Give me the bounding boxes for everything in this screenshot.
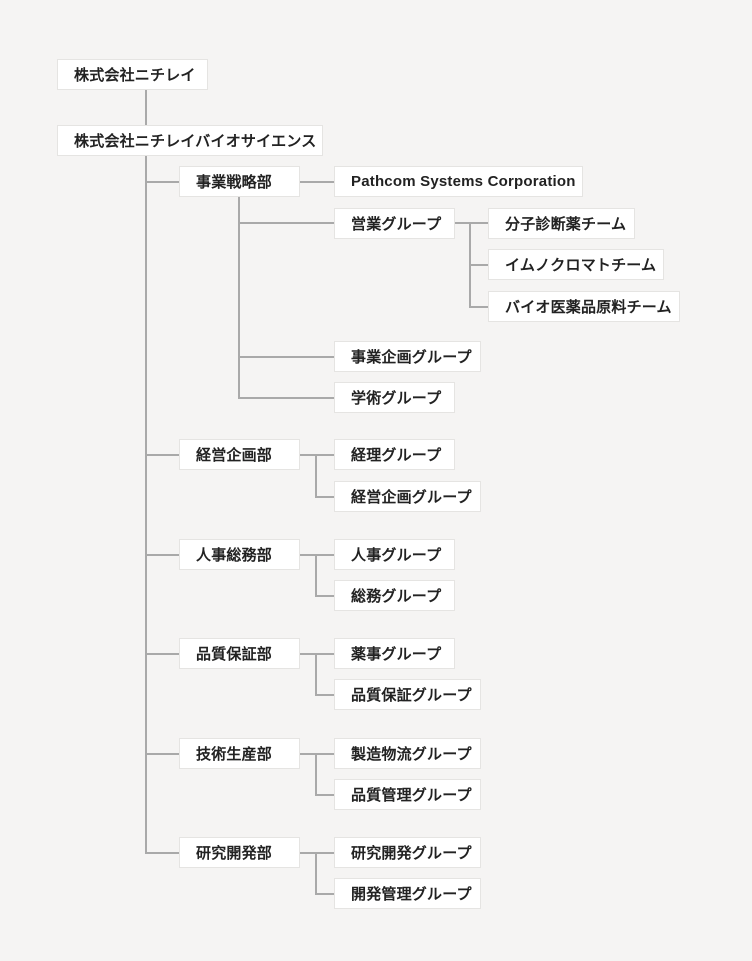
connector-line xyxy=(146,653,179,655)
org-node-bioscience: 株式会社ニチレイバイオサイエンス xyxy=(57,125,323,156)
org-node-academic-group: 学術グループ xyxy=(334,382,455,413)
connector-line xyxy=(238,197,240,399)
org-node-accounting-group: 経理グループ xyxy=(334,439,455,470)
org-node-regulatory-affairs-group: 薬事グループ xyxy=(334,638,455,669)
connector-line xyxy=(145,156,147,854)
org-node-quality-assurance-dept: 品質保証部 xyxy=(179,638,300,669)
connector-line xyxy=(470,264,488,266)
connector-line xyxy=(146,554,179,556)
connector-line xyxy=(316,595,334,597)
org-node-rd-group: 研究開発グループ xyxy=(334,837,481,868)
connector-line xyxy=(239,356,334,358)
connector-line xyxy=(316,694,334,696)
connector-line xyxy=(146,454,179,456)
connector-line xyxy=(470,306,488,308)
org-node-development-management-group: 開発管理グループ xyxy=(334,878,481,909)
org-node-corporate-planning-group: 経営企画グループ xyxy=(334,481,481,512)
org-node-engineering-production-dept: 技術生産部 xyxy=(179,738,300,769)
org-node-general-affairs-group: 総務グループ xyxy=(334,580,455,611)
connector-line xyxy=(300,852,334,854)
connector-line xyxy=(300,653,334,655)
connector-line xyxy=(300,554,334,556)
connector-line xyxy=(300,753,334,755)
connector-line xyxy=(315,852,317,895)
connector-line xyxy=(239,397,334,399)
org-node-business-strategy-dept: 事業戦略部 xyxy=(179,166,300,197)
connector-line xyxy=(300,454,334,456)
org-node-pathcom: Pathcom Systems Corporation xyxy=(334,166,583,197)
org-node-hr-group: 人事グループ xyxy=(334,539,455,570)
org-node-biopharma-materials-team: バイオ医薬品原料チーム xyxy=(488,291,680,322)
connector-line xyxy=(316,496,334,498)
org-node-quality-control-group: 品質管理グループ xyxy=(334,779,481,810)
connector-line xyxy=(146,753,179,755)
org-node-nichirei: 株式会社ニチレイ xyxy=(57,59,208,90)
connector-line xyxy=(316,794,334,796)
org-node-sales-group: 営業グループ xyxy=(334,208,455,239)
connector-line xyxy=(315,653,317,696)
connector-line xyxy=(146,181,179,183)
connector-line xyxy=(455,222,488,224)
connector-line xyxy=(315,753,317,796)
connector-line xyxy=(316,893,334,895)
org-node-business-planning-group: 事業企画グループ xyxy=(334,341,481,372)
org-node-hr-general-affairs-dept: 人事総務部 xyxy=(179,539,300,570)
org-node-corporate-planning-dept: 経営企画部 xyxy=(179,439,300,470)
org-node-quality-assurance-group: 品質保証グループ xyxy=(334,679,481,710)
connector-line xyxy=(315,454,317,498)
connector-line xyxy=(146,852,179,854)
org-node-immunochromato-team: イムノクロマトチーム xyxy=(488,249,664,280)
org-node-molecular-diagnostics-team: 分子診断薬チーム xyxy=(488,208,635,239)
connector-line xyxy=(300,181,334,183)
org-node-manufacturing-logistics-group: 製造物流グループ xyxy=(334,738,481,769)
connector-line xyxy=(239,222,334,224)
connector-line xyxy=(315,554,317,597)
org-node-rd-dept: 研究開発部 xyxy=(179,837,300,868)
connector-line xyxy=(145,90,147,125)
